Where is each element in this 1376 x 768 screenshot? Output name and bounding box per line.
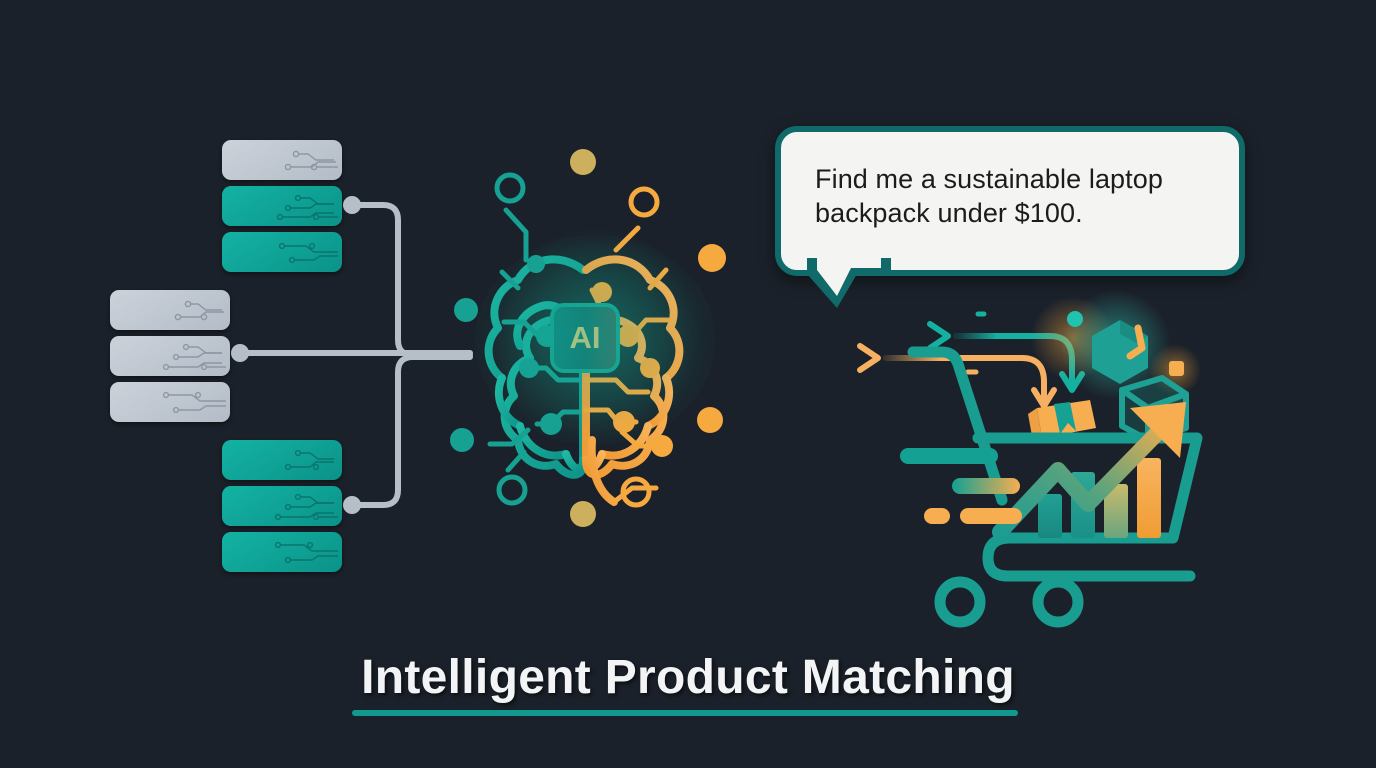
speed-line [952,478,1020,494]
speed-line [924,508,950,524]
chart-bar [1104,484,1128,538]
data-source-card[interactable] [110,382,230,422]
floating-particles [1067,311,1184,376]
data-source-card[interactable] [222,440,342,480]
page-title: Intelligent Product Matching [361,651,1015,704]
circuit-trace-icon [162,391,226,414]
circuit-trace-icon [174,300,224,321]
brain-right-nodes [592,244,726,457]
title-underline [352,710,1018,716]
circuit-trace-icon [162,343,226,371]
brain-glow [460,200,730,470]
circuit-trace-icon [284,150,338,171]
cart-wheel [934,576,1084,628]
teal-speed-dashes [787,311,987,325]
data-source-group-top [222,140,342,278]
speed-line [900,448,998,464]
speech-bubble-tail [807,258,891,308]
ai-brain: AI [440,140,750,530]
ai-chip-label: AI [570,320,601,355]
circuit-trace-icon [278,242,338,264]
chart-bar [1038,494,1062,538]
ai-chip[interactable]: AI [550,303,620,373]
circuit-trace-icon [274,541,338,564]
data-source-group-middle [110,290,230,428]
cart-speed-lines [900,448,1022,524]
chart-bar [1137,458,1161,538]
package-box-icon [1028,400,1096,438]
data-source-card[interactable] [222,186,342,226]
data-source-card[interactable] [222,232,342,272]
brain-circuit-graphic: AI [450,149,726,527]
data-source-card[interactable] [110,290,230,330]
data-source-card[interactable] [222,486,342,526]
data-source-card[interactable] [110,336,230,376]
brain-left-nodes [450,255,562,452]
circuit-trace-icon [276,194,338,221]
brain-right-ring-nodes [620,186,660,508]
orange-flow-arrow [760,343,1057,409]
circuit-trace-icon [284,449,334,471]
brain-left-ring-nodes [494,172,528,506]
shopping-cart-result [900,290,1203,628]
user-query-text: Find me a sustainable laptop backpack un… [815,164,1164,228]
speed-line [960,508,1022,524]
data-source-card[interactable] [222,140,342,180]
hexagon-package-icon [1092,320,1148,384]
circuit-trace-icon [274,493,338,521]
data-source-group-bottom [222,440,342,578]
trend-arrow-icon [992,402,1186,540]
data-source-card[interactable] [222,532,342,572]
user-query-bubble[interactable]: Find me a sustainable laptop backpack un… [775,126,1245,276]
